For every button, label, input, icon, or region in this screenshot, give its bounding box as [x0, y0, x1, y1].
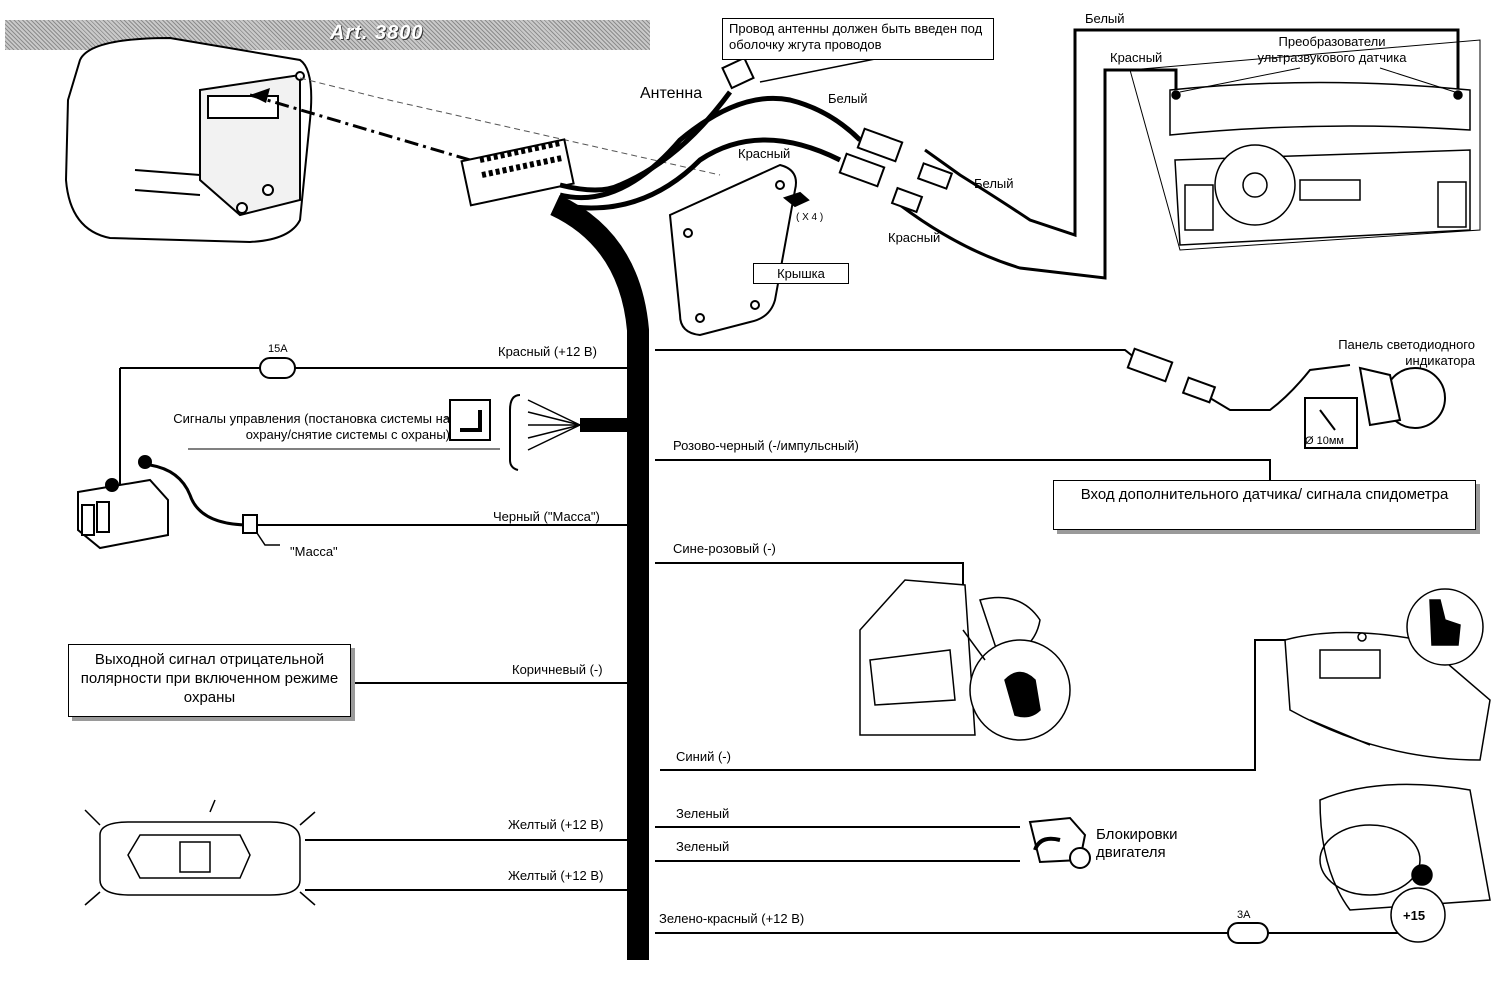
door-illustration	[859, 579, 1071, 741]
control-signals-text: Сигналы управления (постановка системы н…	[173, 411, 450, 442]
transducers-text: Преобразователи ультразвукового датчика	[1257, 34, 1407, 65]
led-connectors	[1126, 347, 1217, 404]
wire-label-red-2: Красный	[888, 230, 940, 245]
wire-label-red-12v: Красный (+12 В)	[498, 344, 597, 359]
engine-lock-label: Блокировки двигателя	[1096, 826, 1196, 862]
antenna-label: Антенна	[640, 85, 702, 102]
engine-lock-icon	[1028, 816, 1091, 869]
antenna-note-box: Провод антенны должен быть введен под об…	[722, 18, 994, 60]
screws-label: ( X 4 )	[796, 212, 823, 223]
wire-label-white-top: Белый	[1085, 11, 1125, 26]
cover-label-text: Крышка	[777, 266, 825, 281]
control-signal-wires	[188, 394, 628, 471]
led-diameter-label: Ø 10мм	[1305, 435, 1344, 447]
led-panel-text: Панель светодиодного индикатора	[1338, 337, 1475, 368]
wire-label-blue: Синий (-)	[676, 749, 731, 764]
control-unit-housing	[64, 36, 313, 244]
wire-label-pink-black: Розово-черный (-/импульсный)	[673, 438, 859, 453]
main-harness	[550, 195, 649, 960]
control-signal-icon	[449, 399, 491, 441]
aux-sensor-input-text: Вход дополнительного датчика/ сигнала сп…	[1080, 486, 1449, 503]
output-negative-box: Выходной сигнал отрицательной полярности…	[68, 644, 351, 717]
red-12v-wire	[119, 367, 628, 488]
transducers-label: Преобразователи ультразвукового датчика	[1232, 34, 1432, 66]
transducer-pointer-right	[1379, 67, 1456, 93]
wire-label-red-top: Красный	[1110, 50, 1162, 65]
led-panel-icon	[1304, 366, 1446, 449]
ground-wire	[149, 463, 628, 546]
cover-label-box: Крышка	[753, 263, 849, 284]
led-wire	[655, 349, 1351, 411]
hood-illustration	[1284, 588, 1491, 761]
main-connector	[460, 138, 575, 207]
yellow-wires	[305, 839, 628, 891]
antenna-note-pointer	[759, 57, 881, 83]
control-signals-label: Сигналы управления (постановка системы н…	[150, 411, 450, 443]
wire-label-white-2: Белый	[974, 176, 1014, 191]
antenna	[721, 56, 755, 90]
wire-label-blue-pink: Сине-розовый (-)	[673, 541, 776, 556]
wire-label-green-2: Зеленый	[676, 839, 729, 854]
wire-label-yellow-2: Желтый (+12 В)	[508, 868, 603, 883]
pink-black-wire	[655, 459, 1271, 480]
antenna-note-text: Провод антенны должен быть введен под об…	[729, 21, 983, 52]
fuse-15a-icon	[259, 357, 296, 379]
led-panel-label: Панель светодиодного индикатора	[1310, 337, 1475, 369]
insertion-arrow	[249, 93, 471, 162]
ground-lug-icon	[242, 514, 258, 534]
wire-label-brown: Коричневый (-)	[512, 662, 603, 677]
wire-label-green-1: Зеленый	[676, 806, 729, 821]
harness-wires	[559, 90, 862, 211]
car-top-view	[84, 799, 316, 906]
wire-label-yellow-1: Желтый (+12 В)	[508, 817, 603, 832]
wire-label-green-red: Зелено-красный (+12 В)	[659, 911, 804, 926]
fuse-15a-label: 15A	[268, 343, 288, 355]
wire-label-red-1: Красный	[738, 146, 790, 161]
transducer-pointer-left	[1179, 67, 1301, 93]
cover-plate	[668, 163, 810, 337]
battery-icon	[77, 455, 169, 550]
aux-sensor-input-box: Вход дополнительного датчика/ сигнала сп…	[1053, 480, 1476, 530]
green-wires	[655, 826, 1020, 862]
fuse-3a-label: 3A	[1237, 909, 1251, 921]
ignition-label: +15	[1403, 908, 1425, 923]
cover-guide-line	[299, 77, 721, 176]
wire-label-white-1: Белый	[828, 91, 868, 106]
ground-label: "Масса"	[290, 544, 338, 559]
diagram-title: Art. 3800	[330, 22, 424, 44]
output-negative-text: Выходной сигнал отрицательной полярности…	[80, 651, 339, 706]
wire-label-black-ground: Черный ("Масса")	[493, 509, 600, 524]
fuse-3a-icon	[1227, 922, 1269, 944]
sensor-connectors	[838, 127, 954, 214]
arrow-head	[250, 88, 270, 103]
engine-lock-text: Блокировки двигателя	[1096, 826, 1178, 861]
steering-ignition-illustration	[1319, 783, 1491, 943]
dashboard-illustration	[1129, 39, 1481, 251]
